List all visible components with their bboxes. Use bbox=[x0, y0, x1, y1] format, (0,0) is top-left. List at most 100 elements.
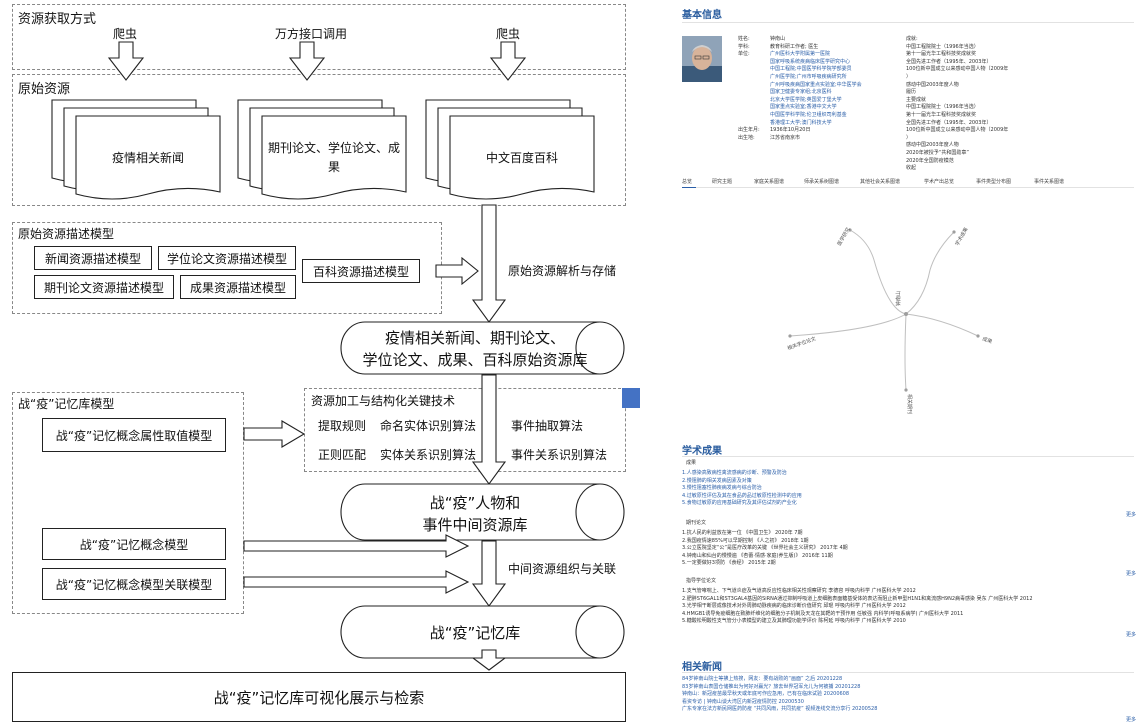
arrow-to-display bbox=[471, 649, 507, 671]
tech-event-extraction: 事件抽取算法 bbox=[511, 419, 584, 433]
key-birthplace: 出生地: bbox=[738, 134, 755, 141]
journal-item[interactable]: 3.公立医院坚定“公”是医疗改革的关键 《世界社会主义研究》 2017年 4期 bbox=[682, 545, 848, 552]
achievement-item: ） bbox=[906, 134, 912, 141]
achievement-item: 履历 bbox=[906, 89, 917, 96]
unit-item[interactable]: 广州呼吸疾病国家重点实验室;中华医学会 bbox=[770, 81, 862, 88]
document-stack-news-front bbox=[75, 115, 221, 200]
achievement-collapse-link[interactable]: 收起 bbox=[906, 165, 917, 172]
relation-graph[interactable]: 钟南山 医学研究 学术成果 相关学位论文 成果 相关期刊 bbox=[678, 190, 1138, 430]
result-item[interactable]: 4.过敏原性评估及其在食品药品过敏原性检测中的应用 bbox=[682, 492, 802, 499]
thesis-item[interactable]: 1.支气管哮喘上、下气道炎症及气道高反应性临床相关性观察研究 李德容 呼吸内科学… bbox=[682, 588, 916, 594]
key-achievement: 成就: bbox=[906, 36, 918, 42]
graph-node-label: 相关期刊 bbox=[906, 394, 913, 414]
flow-graphics bbox=[51, 41, 640, 671]
memory-model-group bbox=[12, 392, 244, 614]
cylinder-memory-db bbox=[340, 605, 625, 659]
graph-edge bbox=[789, 313, 907, 337]
journal-more-link[interactable]: 更多 bbox=[1126, 571, 1137, 577]
arrow-to-memory-db bbox=[471, 540, 507, 607]
thesis-item[interactable]: 2.肥胖ST6GAL1和ST3GAL4基因的SiRNA通过抑制呼吸道上皮细胞表面… bbox=[682, 595, 1033, 602]
graph-node-label: 医学研究 bbox=[836, 226, 852, 247]
thesis-item[interactable]: 5.糖酸松明酸性支气管分小表模型的建立及其肺理功能学评价 陈柯延 呼吸内科学 广… bbox=[682, 618, 906, 625]
journal-item[interactable]: 2.我国疫情速85%可以早期控制 《人之初》 2018年 1期 bbox=[682, 537, 809, 544]
visual-display-retrieval: 战“疫”记忆库可视化展示与检索 bbox=[12, 672, 626, 722]
tech-regex: 正则匹配 bbox=[318, 448, 367, 462]
tab-overview[interactable]: 总览 bbox=[682, 179, 693, 185]
acquisition-title: 资源获取方式 bbox=[18, 12, 97, 27]
graph-node-center bbox=[904, 312, 908, 316]
thesis-item[interactable]: 3.光学相干断层成像技术对外周肺动脉疾病的临床诊断价值研究 邱琨 呼吸内科学 广… bbox=[682, 603, 906, 610]
org-link-label: 中间资源组织与关联 bbox=[508, 562, 617, 576]
memory-model-title: 战“疫”记忆库模型 bbox=[18, 397, 115, 411]
news-item[interactable]: 84岁钟南山院士等拂上热搜，网友：要有战败的“画面” 之后 20201228 bbox=[682, 676, 843, 682]
thesis-more-link[interactable]: 更多 bbox=[1126, 632, 1137, 638]
graph-node bbox=[904, 388, 908, 392]
raw-baike-label: 中文百度百科 bbox=[485, 151, 558, 165]
tab-academic-output[interactable]: 学术产出总览 bbox=[924, 179, 955, 185]
tab-mentor-graph[interactable]: 师承关系树图谱 bbox=[804, 179, 840, 185]
parse-store-label: 原始资源解析与存储 bbox=[508, 264, 617, 278]
acquisition-method-3: 爬虫 bbox=[496, 27, 521, 41]
achievement-item: 第十一届光华工程科技奖成就奖 bbox=[906, 112, 977, 118]
result-item[interactable]: 3.慢性阻塞性肺疾病发病与综合防治 bbox=[682, 485, 762, 492]
news-item[interactable]: 钟南山：新冠疫苗最早秋天或年底可作应急用，已有在临床试验 20200608 bbox=[682, 691, 850, 698]
person-profile-panel: 基本信息 姓名: 学科: 单位: 出生年月: 出生地: 钟南山 教育科研工作者;… bbox=[678, 0, 1140, 728]
concept-model: 战“疫”记忆概念模型 bbox=[42, 528, 226, 560]
unit-item[interactable]: 国家卫健委专家组;北京医科 bbox=[770, 89, 832, 96]
journal-item[interactable]: 5.一定要做好3项防 《食经》 2015年 2期 bbox=[682, 560, 776, 567]
value-subject: 教育科研工作者; 医生 bbox=[770, 43, 819, 50]
tab-research-topic[interactable]: 研究主题 bbox=[712, 179, 733, 185]
result-item[interactable]: 1.人感染高致病性禽流感病的诊断、预警及防治 bbox=[682, 470, 787, 476]
journal-heading: 期刊论文 bbox=[686, 520, 707, 526]
tab-family-graph[interactable]: 家庭关系图谱 bbox=[754, 179, 785, 185]
tab-social-graph[interactable]: 其他社会关系图谱 bbox=[860, 179, 901, 185]
arrow-relation-to-org bbox=[243, 570, 470, 594]
cylinder-raw-db bbox=[340, 321, 625, 375]
news-item[interactable]: 83岁钟南山表国仓储推出为何好对赢光？旅去世界冠军允儿为何被捕 20201228 bbox=[682, 683, 861, 690]
unit-item[interactable]: 中国医学科学院;伦卫组织司利基金 bbox=[770, 112, 847, 118]
unit-item[interactable]: 国家重点实验室;香港中文大学 bbox=[770, 104, 837, 111]
portrait-image bbox=[682, 36, 722, 82]
graph-edge bbox=[849, 229, 907, 315]
graph-edge bbox=[905, 231, 955, 315]
achievement-item: 中国工程院院士（1996年当选） bbox=[906, 43, 979, 50]
unit-item[interactable]: 中国工程院;中国医学科学院学部委员 bbox=[770, 66, 852, 73]
description-model-title: 原始资源描述模型 bbox=[18, 227, 115, 241]
graph-center-label: 钟南山 bbox=[895, 291, 902, 306]
results-heading: 成果 bbox=[686, 460, 697, 466]
tab-event-relation[interactable]: 事件关系图谱 bbox=[1034, 179, 1065, 185]
raw-news-label: 疫情相关新闻 bbox=[111, 151, 184, 165]
arrow-to-raw-db bbox=[471, 204, 507, 323]
results-more-link[interactable]: 更多 bbox=[1126, 512, 1137, 518]
achievement-item: ） bbox=[906, 74, 912, 80]
divider bbox=[682, 672, 1134, 673]
unit-item[interactable]: 国家呼吸系统疾病临床医学研究中心 bbox=[770, 58, 851, 65]
key-subject: 学科: bbox=[738, 43, 750, 50]
graph-node bbox=[976, 334, 980, 338]
unit-item[interactable]: 北京大学医学院;英国爱丁堡大学 bbox=[770, 96, 842, 103]
unit-item[interactable]: 广州医学院;广州市呼吸疾病研究所 bbox=[770, 74, 847, 80]
result-item[interactable]: 2.慢阻肺的相关发病因素及对策 bbox=[682, 477, 752, 484]
result-item[interactable]: 5.食物过敏原的应用基础研究及其评估试剂的产业化 bbox=[682, 500, 797, 507]
divider bbox=[682, 456, 1134, 457]
journal-item[interactable]: 1.抗人民的利益放在第一位 《中国卫生》 2020年 7期 bbox=[682, 530, 803, 536]
key-name: 姓名: bbox=[738, 36, 750, 42]
acquisition-group bbox=[12, 4, 626, 70]
acquisition-method-1: 爬虫 bbox=[113, 27, 138, 41]
news-more-link[interactable]: 更多 bbox=[1126, 717, 1137, 723]
event-db-line-2: 事件中间资源库 bbox=[422, 516, 528, 534]
raw-resources-group bbox=[12, 74, 626, 206]
journal-item[interactable]: 4.钟南山和仙台的慢慢遍 《杏蕾·情感·家庭(养生版)》 2016年 11期 bbox=[682, 552, 833, 559]
key-unit: 单位: bbox=[738, 51, 750, 58]
unit-item[interactable]: 广州医科大学附属第一医院 bbox=[770, 51, 831, 58]
thesis-item[interactable]: 4.HMGB1诱导免疫细胞在致肺纤维化的细胞分子机制及天龙在其靶的干预作用 任敏… bbox=[682, 610, 964, 617]
news-item[interactable]: 看资专访 | 钟南山谈大湾区内新冠疫情防控 20200530 bbox=[682, 698, 804, 705]
news-item[interactable]: 广东专家在法方新民网医药防疫 “共同风雨，共同抗疫” 视频连线交流分享行 202… bbox=[682, 706, 878, 713]
achievement-item: 感动中国2003年度人物 bbox=[906, 81, 959, 88]
achievement-item: 感动中国2003年度人物 bbox=[906, 142, 959, 149]
achievement-item: 100位新中国成立以来感动中国人物（2009年 bbox=[906, 127, 1009, 134]
achievement-item: 全国先进工作者（1995年、2003年） bbox=[906, 119, 992, 126]
tab-event-type[interactable]: 事件类型分布图 bbox=[976, 179, 1012, 185]
unit-item[interactable]: 香港理工大学;澳门科技大学 bbox=[770, 119, 832, 126]
tech-title: 资源加工与结构化关键技术 bbox=[311, 394, 456, 408]
